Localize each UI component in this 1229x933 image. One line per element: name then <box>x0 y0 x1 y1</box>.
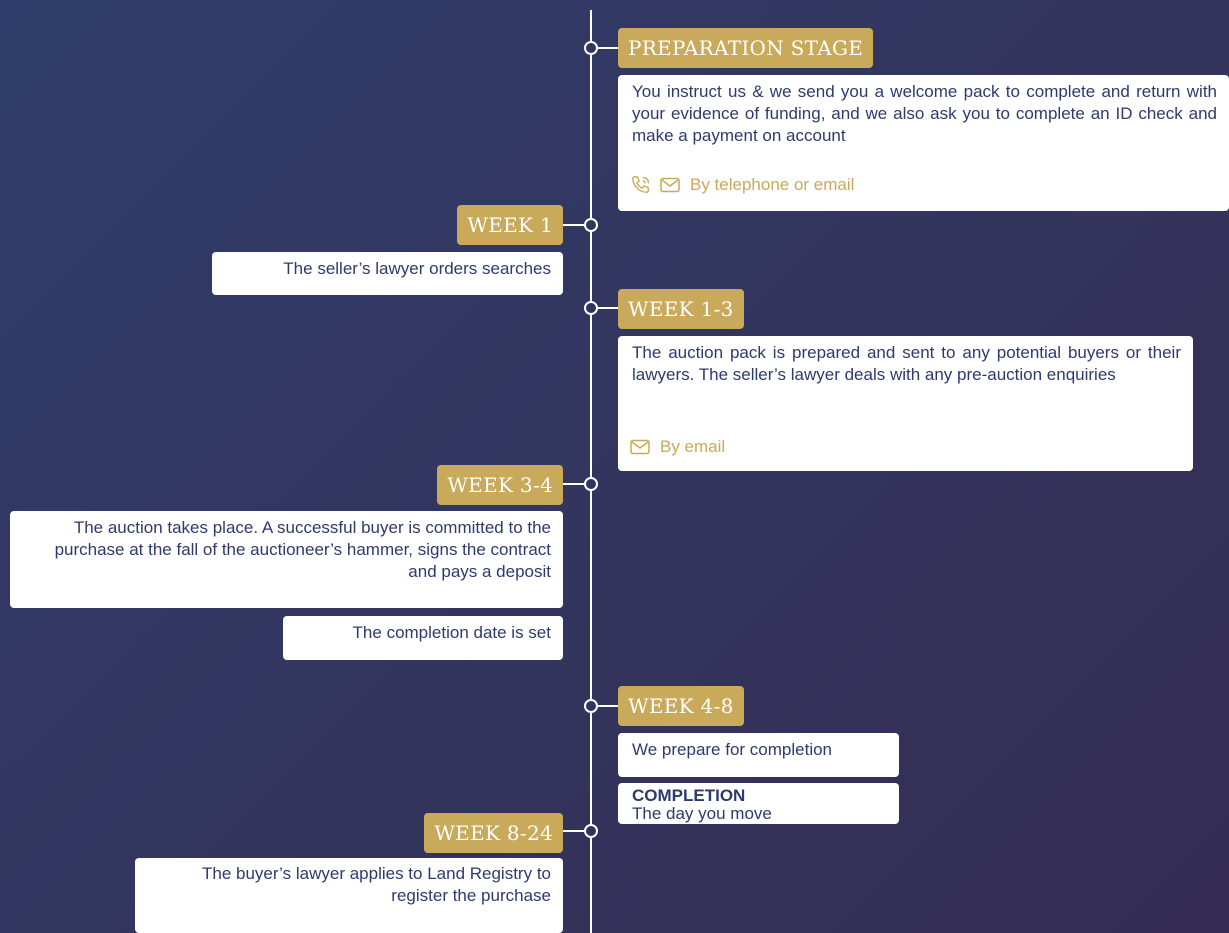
stage-label-week-8-24: WEEK 8-24 <box>424 813 563 853</box>
stage-card-week-4-8-prepare: We prepare for completion <box>618 733 899 777</box>
stage-card-preparation: You instruct us & we send you a welcome … <box>618 75 1229 211</box>
node-connector <box>563 224 584 226</box>
node-connector <box>597 705 618 707</box>
contact-text: By telephone or email <box>690 175 855 194</box>
contact-method-week-1-3: By email <box>630 436 725 458</box>
phone-icon <box>632 176 650 194</box>
card-text: The auction pack is prepared and sent to… <box>632 343 1181 384</box>
card-text: We prepare for completion <box>632 740 833 759</box>
stage-card-completion: COMPLETION The day you move <box>618 783 899 824</box>
timeline-node <box>584 301 598 315</box>
stage-label-preparation: PREPARATION STAGE <box>618 28 874 68</box>
timeline-node <box>584 218 598 232</box>
node-connector <box>563 483 584 485</box>
stage-card-week-1-3: The auction pack is prepared and sent to… <box>618 336 1193 471</box>
card-text: The auction takes place. A successful bu… <box>54 518 551 581</box>
node-connector <box>597 307 618 309</box>
email-icon <box>660 177 680 193</box>
card-text: The day you move <box>632 804 772 823</box>
stage-card-week-8-24: The buyer’s lawyer applies to Land Regis… <box>135 858 563 933</box>
stage-label-week-1-3: WEEK 1-3 <box>618 289 744 329</box>
timeline-node <box>584 824 598 838</box>
stage-card-week-3-4-completion-date: The completion date is set <box>283 616 563 660</box>
stage-label-week-3-4: WEEK 3-4 <box>437 465 563 505</box>
node-connector <box>597 47 618 49</box>
node-connector <box>563 830 584 832</box>
timeline-node <box>584 699 598 713</box>
email-icon <box>630 439 650 455</box>
contact-method-preparation: By telephone or email <box>630 174 854 196</box>
contact-text: By email <box>660 437 726 456</box>
card-text: The seller’s lawyer orders searches <box>283 259 551 278</box>
stage-label-week-4-8: WEEK 4-8 <box>618 686 744 726</box>
card-text: The completion date is set <box>352 623 551 642</box>
completion-title: COMPLETION <box>632 786 746 805</box>
timeline-node <box>584 477 598 491</box>
card-text: You instruct us & we send you a welcome … <box>632 82 1217 145</box>
timeline-node <box>584 41 598 55</box>
card-text: The buyer’s lawyer applies to Land Regis… <box>202 864 551 905</box>
stage-card-week-1: The seller’s lawyer orders searches <box>212 252 563 295</box>
stage-card-week-3-4-auction: The auction takes place. A successful bu… <box>10 511 563 608</box>
stage-label-week-1: WEEK 1 <box>457 205 563 245</box>
timeline-spine <box>590 10 592 933</box>
